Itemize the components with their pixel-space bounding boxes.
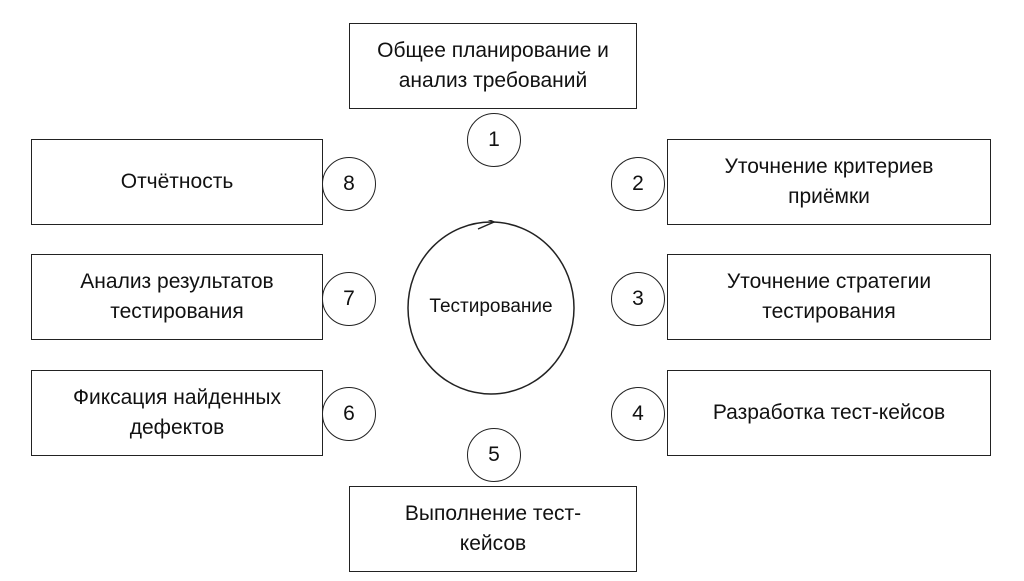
step-1-number: 1	[467, 113, 521, 167]
step-6-label: Фиксация найденных дефектов	[73, 385, 281, 439]
step-1-box: Общее планирование и анализ требований	[349, 23, 637, 109]
step-5-box: Выполнение тест- кейсов	[349, 486, 637, 572]
step-3-number: 3	[611, 272, 665, 326]
step-6-box: Фиксация найденных дефектов	[31, 370, 323, 456]
step-3-label: Уточнение стратегии тестирования	[726, 269, 932, 323]
step-1-label: Общее планирование и анализ требований	[377, 38, 609, 92]
step-5-label: Выполнение тест- кейсов	[404, 501, 582, 555]
center-label: Тестирование	[429, 296, 553, 317]
step-8-number: 8	[322, 157, 376, 211]
step-4-box: Разработка тест-кейсов	[667, 370, 991, 456]
step-7-box: Анализ результатов тестирования	[31, 254, 323, 340]
step-8-box: Отчётность	[31, 139, 323, 225]
cycle-arrow-icon	[477, 220, 496, 230]
step-4-number: 4	[611, 387, 665, 441]
step-7-number: 7	[322, 272, 376, 326]
step-3-box: Уточнение стратегии тестирования	[667, 254, 991, 340]
step-7-label: Анализ результатов тестирования	[80, 269, 274, 323]
step-2-box: Уточнение критериев приёмки	[667, 139, 991, 225]
step-2-number: 2	[611, 157, 665, 211]
step-6-number: 6	[322, 387, 376, 441]
step-2-label: Уточнение критериев приёмки	[724, 154, 934, 208]
cycle-circle	[407, 220, 575, 395]
step-4-label: Разработка тест-кейсов	[712, 400, 946, 424]
step-5-number: 5	[467, 428, 521, 482]
step-8-label: Отчётность	[120, 169, 234, 193]
